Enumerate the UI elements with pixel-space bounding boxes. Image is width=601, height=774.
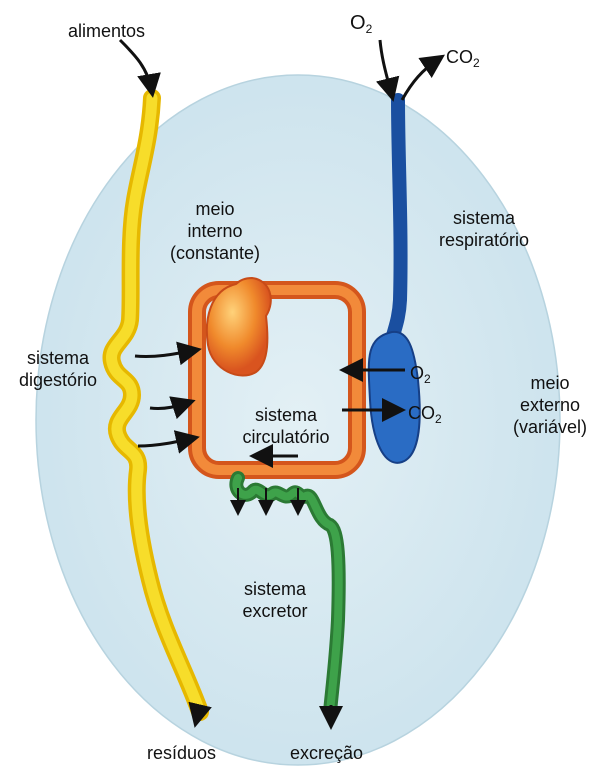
label-alimentos: alimentos bbox=[68, 20, 145, 42]
circ-line1: sistema bbox=[226, 404, 346, 426]
label-sistema-excretor: sistema excretor bbox=[225, 578, 325, 622]
resp-line1: sistema bbox=[425, 207, 543, 229]
co2-text: CO bbox=[446, 47, 473, 67]
respiratory-tube bbox=[392, 100, 401, 340]
arrow-o2-in bbox=[380, 40, 392, 96]
o2-text: O bbox=[350, 12, 366, 34]
label-excrecao: excreção bbox=[290, 742, 363, 764]
meio-interno-line3: (constante) bbox=[150, 242, 280, 264]
co2-lung-sub: 2 bbox=[435, 412, 442, 426]
dig-line1: sistema bbox=[5, 347, 111, 369]
co2-sub: 2 bbox=[473, 56, 480, 70]
excr-line1: sistema bbox=[225, 578, 325, 600]
label-residuos: resíduos bbox=[147, 742, 216, 764]
label-meio-externo: meio externo (variável) bbox=[500, 372, 600, 438]
label-sistema-digestorio: sistema digestório bbox=[5, 347, 111, 391]
label-o2-blood: O2 bbox=[410, 362, 431, 384]
circ-line2: circulatório bbox=[226, 426, 346, 448]
label-co2-out: CO2 bbox=[446, 46, 480, 68]
label-meio-interno: meio interno (constante) bbox=[150, 198, 280, 264]
meio-interno-line1: meio bbox=[150, 198, 280, 220]
resp-line2: respiratório bbox=[425, 229, 543, 251]
label-co2-lung: CO2 bbox=[408, 402, 442, 424]
meio-externo-line1: meio bbox=[500, 372, 600, 394]
o2-blood-text: O bbox=[410, 363, 424, 383]
co2-lung-text: CO bbox=[408, 403, 435, 423]
dig-line2: digestório bbox=[5, 369, 111, 391]
meio-externo-line3: (variável) bbox=[500, 416, 600, 438]
o2-sub: 2 bbox=[366, 22, 373, 36]
meio-interno-line2: interno bbox=[150, 220, 280, 242]
label-sistema-circulatorio: sistema circulatório bbox=[226, 404, 346, 448]
meio-externo-line2: externo bbox=[500, 394, 600, 416]
label-sistema-respiratorio: sistema respiratório bbox=[425, 207, 543, 251]
arrow-food-in bbox=[120, 40, 152, 92]
label-o2-in: O2 bbox=[350, 12, 372, 34]
arrow-co2-out bbox=[402, 58, 440, 100]
o2-blood-sub: 2 bbox=[424, 372, 431, 386]
excr-line2: excretor bbox=[225, 600, 325, 622]
